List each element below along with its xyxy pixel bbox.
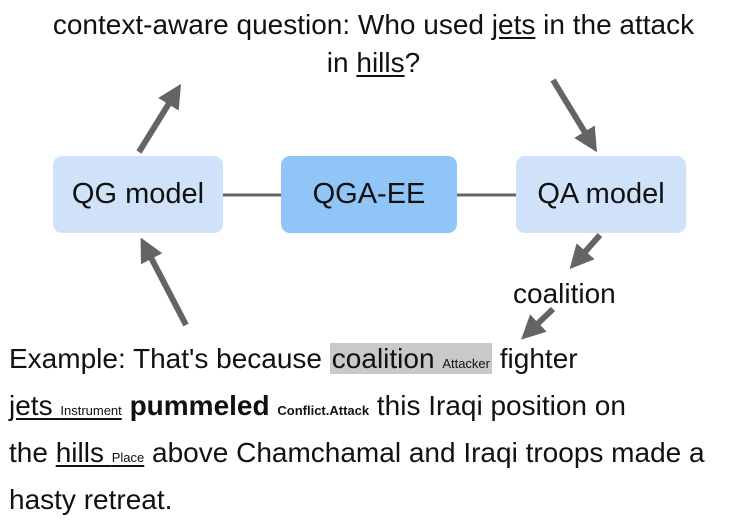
question-line2-prefix: in bbox=[326, 47, 357, 78]
argument-coalition-text: coalition bbox=[331, 343, 435, 374]
example-text-4: above Chamchamal and Iraqi troops made a… bbox=[9, 437, 705, 515]
qg-model-box: QG model bbox=[53, 156, 223, 233]
context-aware-question: context-aware question: Who used jets in… bbox=[0, 6, 747, 82]
qga-ee-label: QGA-EE bbox=[312, 178, 426, 210]
qg-model-label: QG model bbox=[71, 178, 205, 210]
question-mid: in the attack bbox=[535, 9, 695, 40]
event-trigger: pummeled bbox=[129, 390, 270, 421]
question-keyword-jets: jets bbox=[491, 9, 536, 40]
example-sentence: Example: That's because coalition Attack… bbox=[9, 338, 739, 521]
role-instrument: Instrument bbox=[60, 403, 122, 418]
question-keyword-hills: hills bbox=[356, 47, 405, 78]
qa-model-box: QA model bbox=[516, 156, 686, 233]
role-place: Place bbox=[111, 450, 145, 465]
arrow-qg-to-question bbox=[136, 83, 182, 154]
qga-ee-box: QGA-EE bbox=[281, 156, 457, 233]
argument-coalition: coalition Attacker bbox=[329, 343, 492, 374]
question-suffix: ? bbox=[404, 47, 421, 78]
arrow-qa-to-answer bbox=[569, 233, 603, 270]
argument-jets-text: jets bbox=[9, 390, 53, 421]
example-text-3: the bbox=[9, 437, 56, 468]
question-prefix: context-aware question: Who used bbox=[52, 9, 492, 40]
arrow-example-to-qg bbox=[140, 237, 189, 327]
argument-hills: hills Place bbox=[56, 437, 145, 468]
event-type: Conflict.Attack bbox=[277, 403, 370, 418]
example-text-1: fighter bbox=[492, 343, 578, 374]
example-prefix: Example: That's because bbox=[9, 343, 330, 374]
arrow-answer-to-span bbox=[521, 306, 556, 340]
role-attacker: Attacker bbox=[442, 356, 490, 371]
qa-model-label: QA model bbox=[537, 178, 665, 210]
answer-text: coalition bbox=[513, 278, 616, 309]
argument-hills-text: hills bbox=[55, 437, 104, 468]
arrow-question-to-qa bbox=[550, 78, 597, 153]
argument-jets: jets Instrument bbox=[9, 390, 122, 421]
example-text-2: this Iraqi position on bbox=[369, 390, 626, 421]
